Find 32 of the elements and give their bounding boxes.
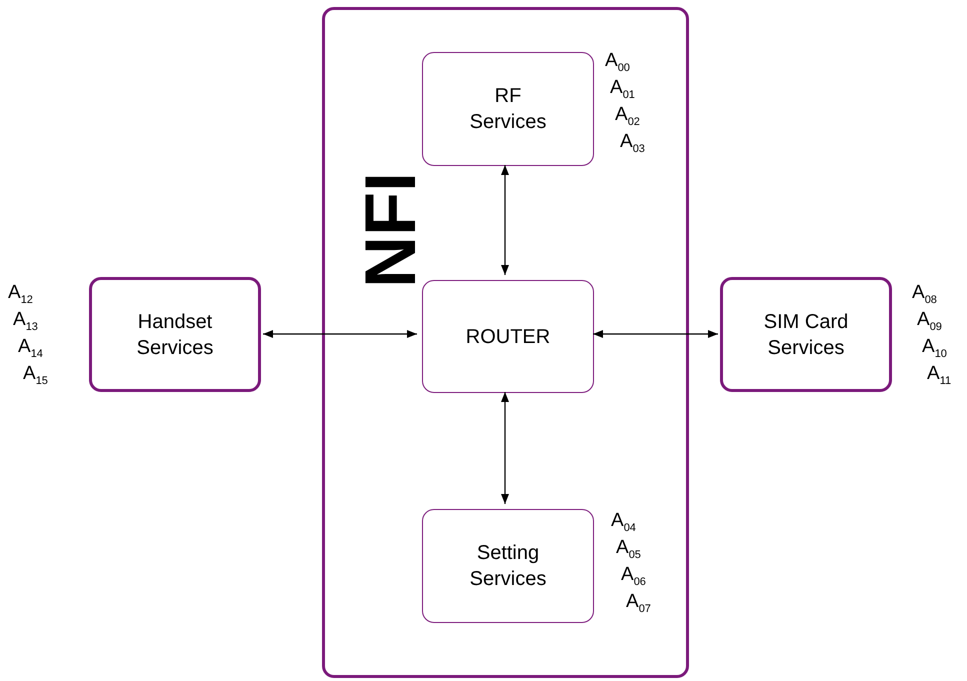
port-label: A$_{09}$ xyxy=(917,309,942,333)
double-arrow xyxy=(593,330,718,338)
box-label: RF Services xyxy=(468,84,548,135)
port-label: A$_{15}$ xyxy=(23,363,48,387)
box-label: SIM Card Services xyxy=(762,310,850,360)
process-box xyxy=(422,280,594,393)
port-label: A$_{00}$ xyxy=(605,50,630,74)
process-box xyxy=(720,277,892,392)
port-label: A$_{14}$ xyxy=(18,336,43,360)
port-label: A$_{03}$ xyxy=(620,131,645,155)
double-arrow xyxy=(501,165,509,275)
double-arrow xyxy=(263,330,417,338)
port-label: A$_{11}$ xyxy=(927,363,952,387)
port-label: A$_{13}$ xyxy=(13,309,38,333)
port-label: A$_{08}$ xyxy=(912,282,937,306)
box-label: Handset Services xyxy=(136,310,214,360)
port-label: A$_{07}$ xyxy=(626,591,651,615)
port-label: A$_{12}$ xyxy=(8,282,33,306)
port-label: A$_{02}$ xyxy=(615,104,640,128)
process-box xyxy=(89,277,261,392)
port-label: A$_{04}$ xyxy=(611,510,636,534)
box-label: ROUTER xyxy=(464,324,552,350)
port-label: A$_{06}$ xyxy=(621,564,646,588)
process-box xyxy=(422,509,594,623)
double-arrow xyxy=(501,392,509,504)
port-label: A$_{01}$ xyxy=(610,77,635,101)
container-box xyxy=(322,7,689,678)
port-label: A$_{05}$ xyxy=(616,537,641,561)
process-box xyxy=(422,52,594,166)
port-label: A$_{10}$ xyxy=(922,336,947,360)
vertical-title: NFI xyxy=(351,172,431,288)
box-label: Setting Services xyxy=(468,541,548,592)
